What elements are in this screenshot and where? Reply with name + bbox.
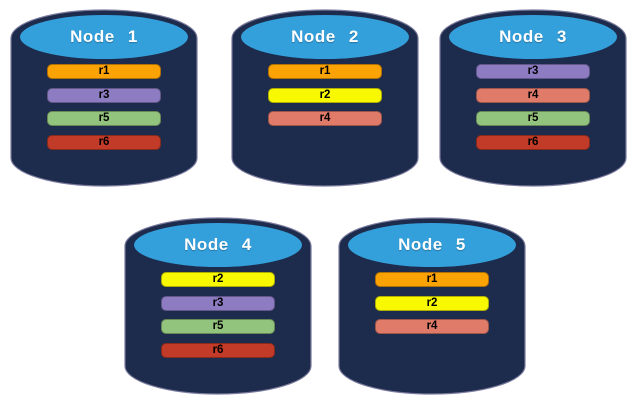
replica-bar-r2: r2 [161, 272, 275, 287]
node-4: Node 4 r2 r3 r5 r6 [122, 214, 314, 398]
cylinder-top-ellipse [20, 15, 188, 59]
replica-bar-r1: r1 [268, 64, 382, 79]
node-label: Node 1 [70, 27, 138, 46]
replica-bar-r1: r1 [47, 64, 161, 79]
replica-bar-r4: r4 [476, 88, 590, 103]
node-label: Node 4 [184, 235, 252, 254]
replica-bar-r3: r3 [161, 296, 275, 311]
node-1: Node 1 r1 r3 r5 r6 [8, 6, 200, 190]
replica-bar-r6: r6 [161, 343, 275, 358]
node-5: Node 5 r1 r2 r4 [336, 214, 528, 398]
cylinder-top-ellipse [449, 15, 617, 59]
replica-bar-r4: r4 [375, 319, 489, 334]
replica-bar-r6: r6 [47, 135, 161, 150]
node-label: Node 2 [291, 27, 359, 46]
replica-bar-r5: r5 [476, 111, 590, 126]
replica-bar-r3: r3 [47, 88, 161, 103]
cylinder-top-ellipse [241, 15, 409, 59]
replica-bar-r2: r2 [375, 296, 489, 311]
replica-bar-r5: r5 [161, 319, 275, 334]
cylinder-top-ellipse [134, 223, 302, 267]
node-3: Node 3 r3 r4 r5 r6 [437, 6, 629, 190]
replica-bar-r3: r3 [476, 64, 590, 79]
node-label: Node 3 [499, 27, 567, 46]
replica-bar-r6: r6 [476, 135, 590, 150]
replica-bar-r1: r1 [375, 272, 489, 287]
replica-bar-r2: r2 [268, 88, 382, 103]
node-2: Node 2 r1 r2 r4 [229, 6, 421, 190]
replica-bar-r5: r5 [47, 111, 161, 126]
node-label: Node 5 [398, 235, 466, 254]
replica-bar-r4: r4 [268, 111, 382, 126]
cylinder-top-ellipse [348, 223, 516, 267]
